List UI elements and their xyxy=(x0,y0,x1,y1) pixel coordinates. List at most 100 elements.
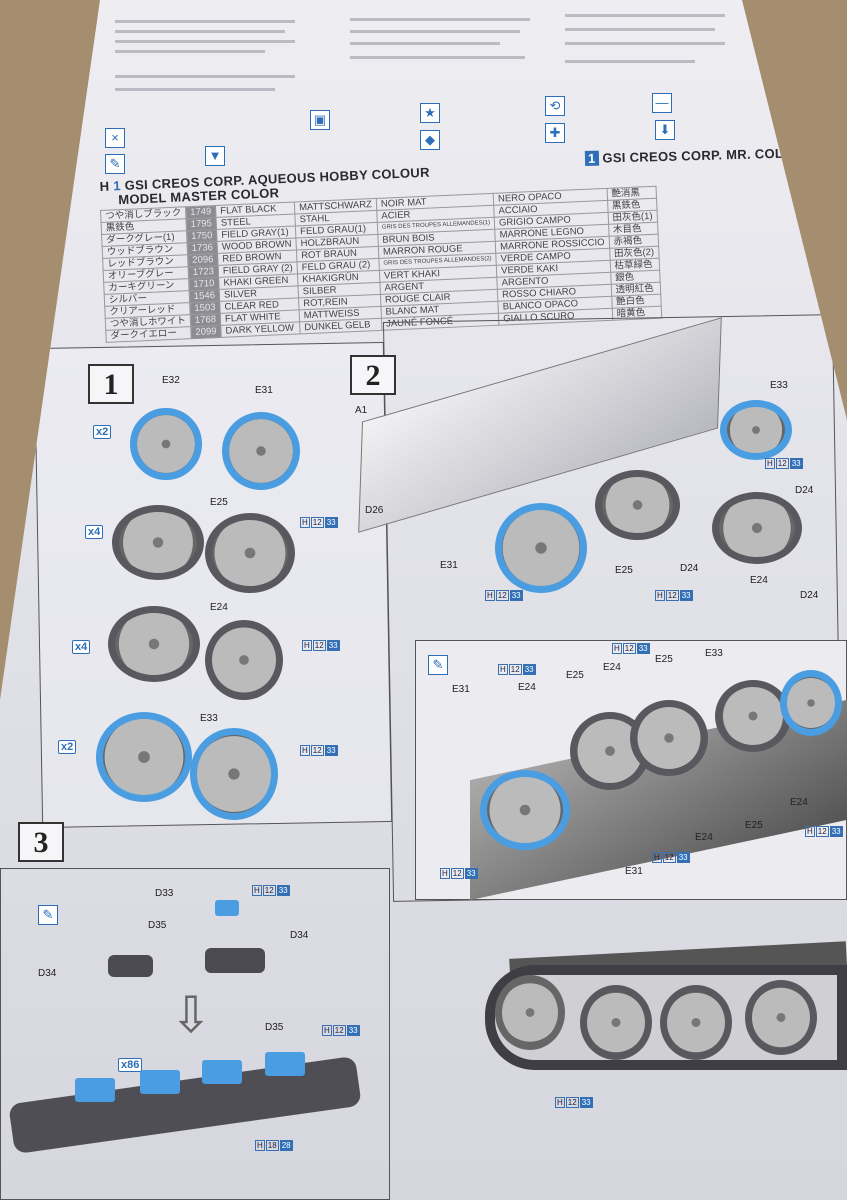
paint-h: H xyxy=(652,852,662,863)
part-label: E33 xyxy=(200,713,218,724)
part-label: E25 xyxy=(615,565,633,576)
down-arrow-icon: ⇩ xyxy=(170,987,212,1043)
part-label: E24 xyxy=(790,797,808,808)
paint-33: 33 xyxy=(346,1025,360,1036)
paint-33: 33 xyxy=(789,458,803,469)
road-wheel xyxy=(580,985,652,1060)
color-code-cell: 1546 xyxy=(189,289,220,303)
star-icon: ★ xyxy=(420,103,440,123)
part-label: E25 xyxy=(745,820,763,831)
paint-33: 33 xyxy=(676,852,690,863)
paint-33: 33 xyxy=(464,868,478,879)
color-code-cell: 1723 xyxy=(188,265,219,279)
idler-wheel-e33 xyxy=(190,728,278,820)
part-label: E31 xyxy=(440,560,458,571)
step-3-number: 3 xyxy=(18,822,64,862)
idler-wheel-e33 xyxy=(720,400,792,460)
paint-h: H xyxy=(255,1140,265,1151)
paint-h: H xyxy=(655,590,665,601)
paint-h: H xyxy=(555,1097,565,1108)
paint-12: 12 xyxy=(310,517,324,528)
part-label: E33 xyxy=(705,648,723,659)
part-label: E24 xyxy=(750,575,768,586)
part-label: D35 xyxy=(148,920,167,931)
road-wheel xyxy=(745,980,817,1055)
paint-h: H xyxy=(805,826,815,837)
step-2-number: 2 xyxy=(350,355,396,395)
part-label: D24 xyxy=(680,563,699,574)
part-label: D33 xyxy=(155,888,174,899)
paint-brush-icon: ✎ xyxy=(428,655,448,675)
road-wheel-e24 xyxy=(715,680,791,752)
part-label: D34 xyxy=(38,968,57,979)
part-label: D34 xyxy=(290,930,309,941)
paint-33: 33 xyxy=(636,643,650,654)
part-label: E24 xyxy=(603,662,621,673)
track-pad xyxy=(140,1070,180,1094)
idler-wheel-e33 xyxy=(780,670,842,736)
sprocket-wheel-e31 xyxy=(222,412,300,490)
paint-h: H xyxy=(300,745,310,756)
paint-12: 12 xyxy=(565,1097,579,1108)
part-label: E33 xyxy=(770,380,788,391)
paint-h: H xyxy=(440,868,450,879)
qty-badge: x4 xyxy=(72,640,91,654)
part-label: E31 xyxy=(255,385,273,396)
paint-33: 33 xyxy=(326,640,340,651)
reverse-side-icon: ⟲ xyxy=(545,96,565,116)
road-wheel-e24 xyxy=(712,492,802,564)
part-label: E24 xyxy=(695,832,713,843)
paint-12: 12 xyxy=(495,590,509,601)
paint-12: 12 xyxy=(310,745,324,756)
paint-brush-icon: ✎ xyxy=(38,905,58,925)
color-code-cell: 2099 xyxy=(190,325,222,339)
paint-33: 33 xyxy=(679,590,693,601)
mr-colour-brand: GSI CREOS CORP. MR. COLOUR xyxy=(602,145,814,166)
paint-33: 33 xyxy=(522,664,536,675)
paint-h: H xyxy=(765,458,775,469)
cement-icon: ◆ xyxy=(420,130,440,150)
sprocket-wheel-e31 xyxy=(480,770,570,850)
paint-h: H xyxy=(300,517,310,528)
part-label: D24 xyxy=(795,485,814,496)
paint-33: 33 xyxy=(324,745,338,756)
color-code-cell: 2096 xyxy=(187,253,219,267)
paint-12: 12 xyxy=(332,1025,346,1036)
track-pad xyxy=(202,1060,242,1084)
sticker-icon: ▣ xyxy=(310,110,330,130)
part-label: E25 xyxy=(566,670,584,681)
qty-badge: x4 xyxy=(85,525,104,539)
qty-badge: x2 xyxy=(93,425,112,439)
paint-h: H xyxy=(252,885,262,896)
paint-12: 12 xyxy=(665,590,679,601)
paint-33: 33 xyxy=(509,590,523,601)
paint-h: H xyxy=(322,1025,332,1036)
road-wheel-e25 xyxy=(205,513,295,593)
paint-33: 33 xyxy=(276,885,290,896)
part-label: E25 xyxy=(210,497,228,508)
paint-h: H xyxy=(612,643,622,654)
paint-33: 33 xyxy=(829,826,843,837)
part-label: E31 xyxy=(452,684,470,695)
track-link-d34 xyxy=(205,948,265,973)
color-code-cell: 1795 xyxy=(185,217,217,231)
paint-12: 12 xyxy=(262,885,276,896)
paint-h: H xyxy=(302,640,312,651)
part-label: A1 xyxy=(355,405,368,416)
part-label: D24 xyxy=(800,590,819,601)
road-wheel-e24 xyxy=(205,620,283,700)
aqueous-key: H xyxy=(99,178,110,194)
paint-brush-icon: ✎ xyxy=(105,154,125,174)
